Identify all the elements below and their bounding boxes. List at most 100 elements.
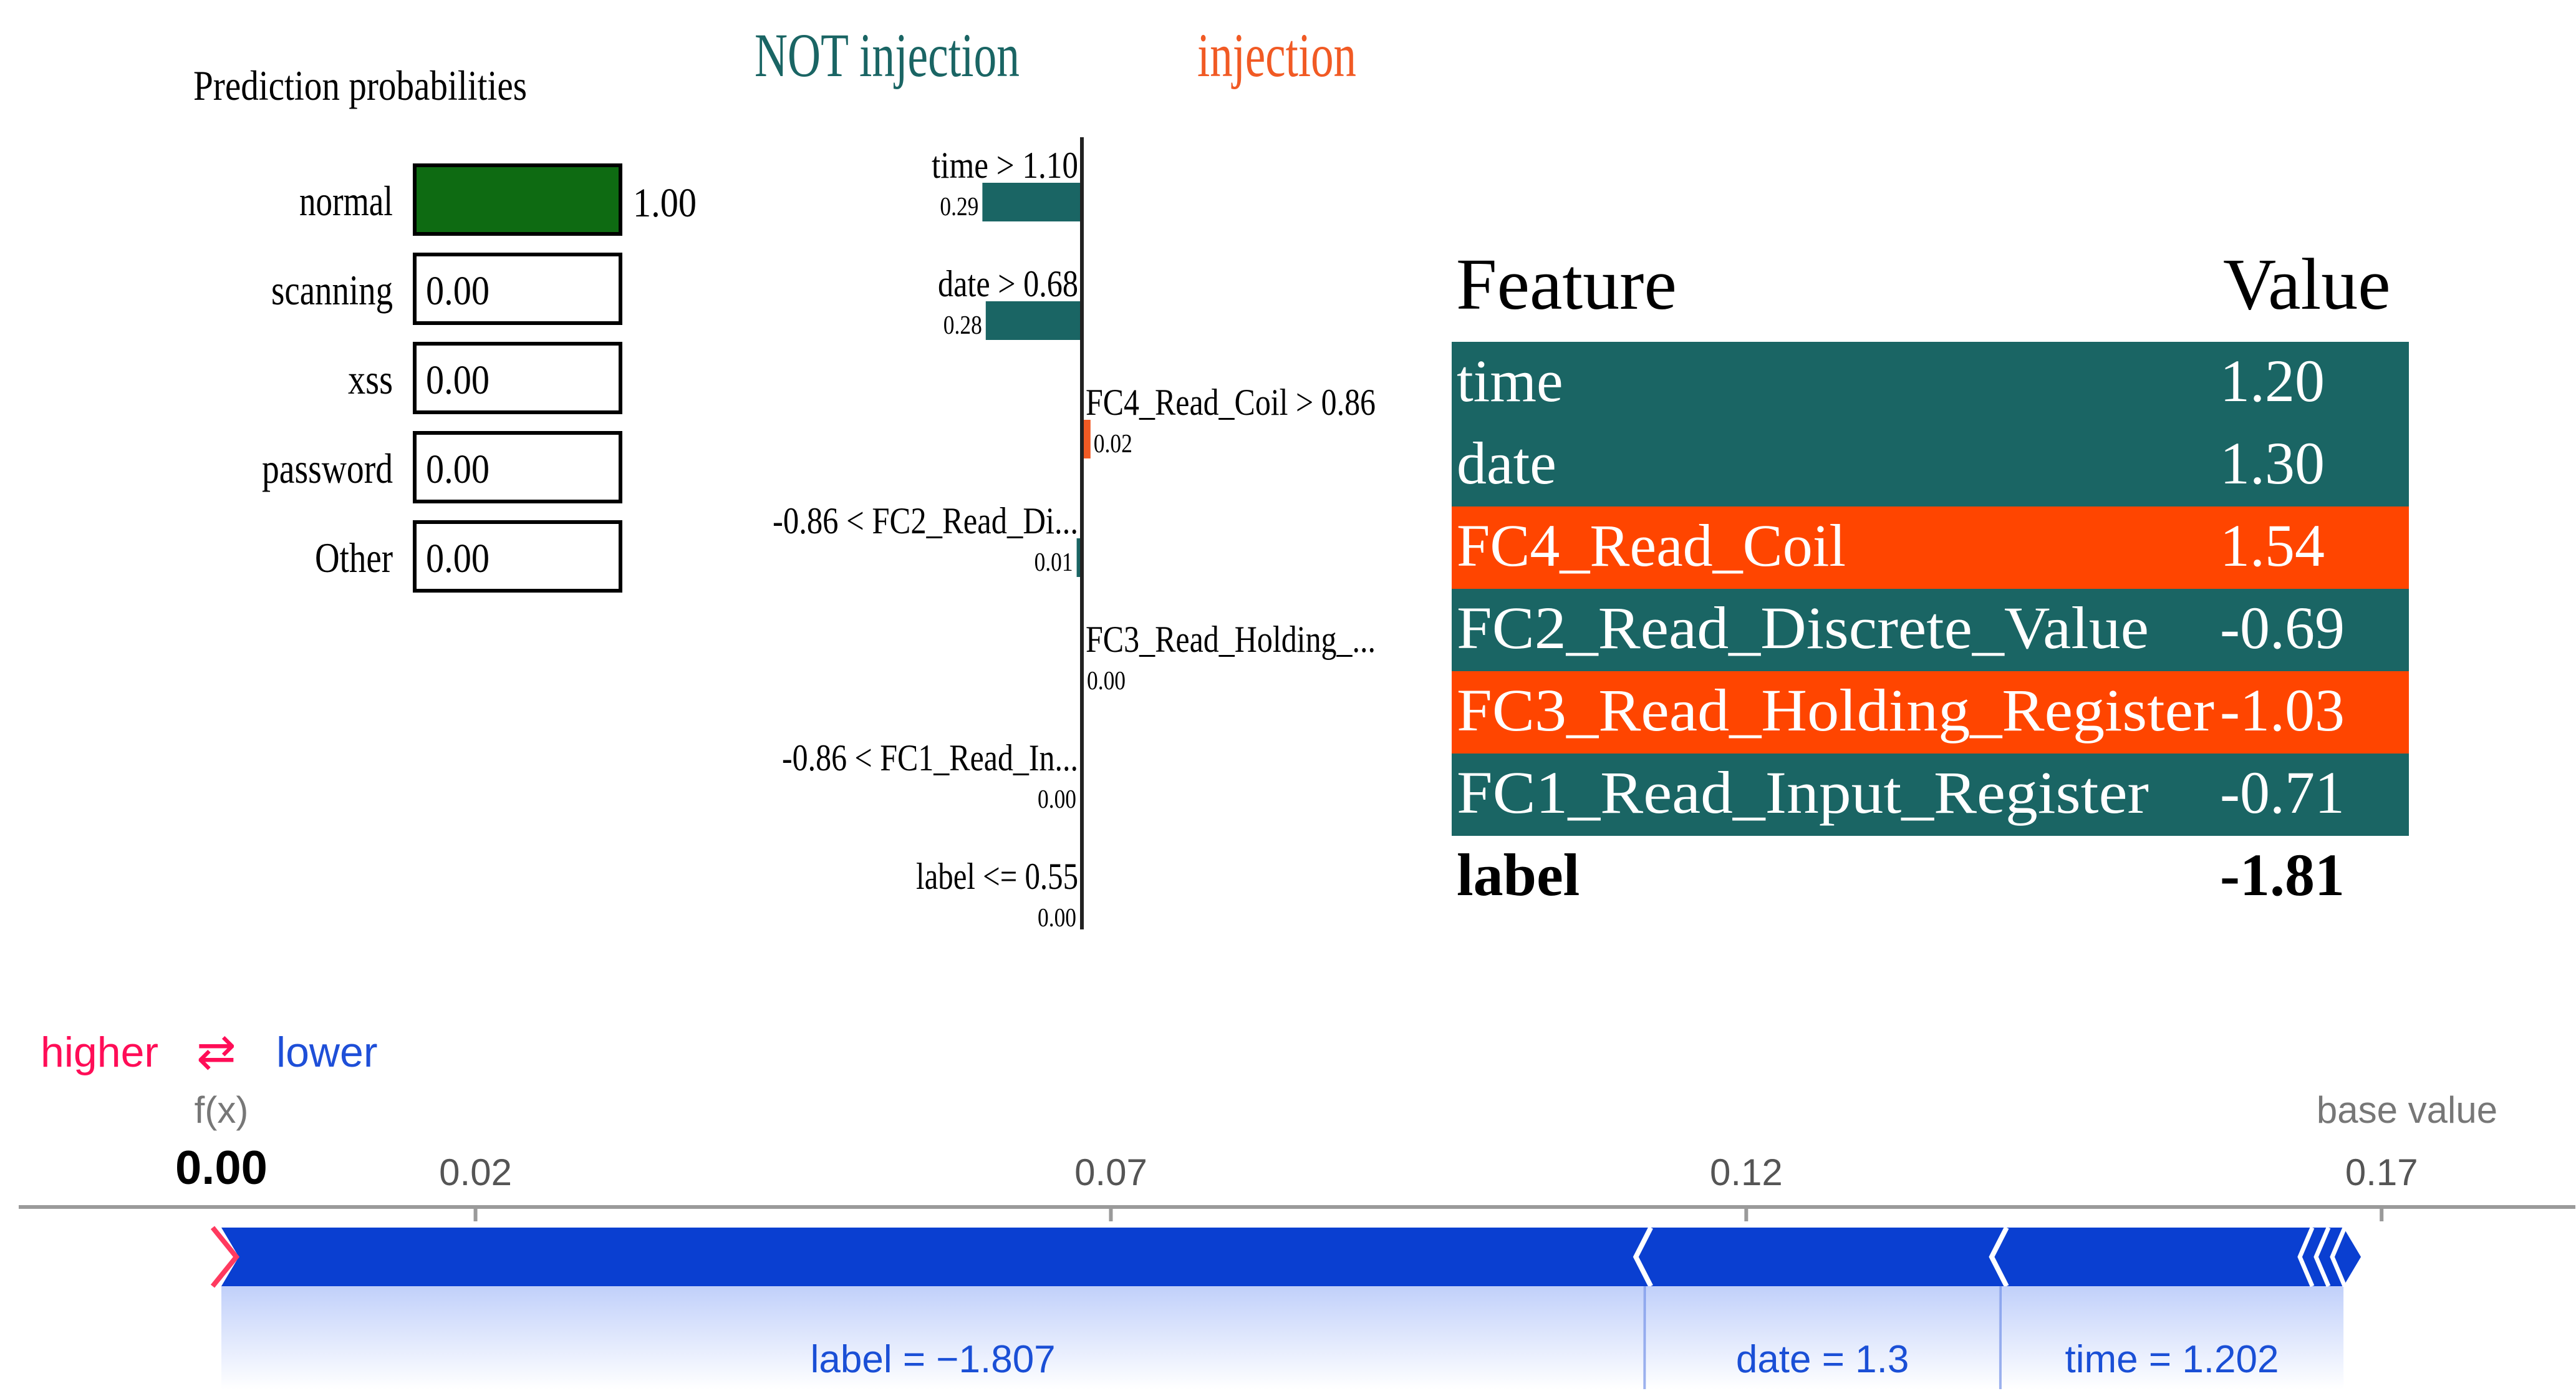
table-value-cell: -0.69 [2220,594,2345,661]
fx-label: f(x) [195,1089,249,1131]
probability-label: scanning [271,266,393,314]
table-row-background [1452,424,2409,506]
feature-label: -0.86 < FC1_Read_In... [782,737,1078,778]
probability-value: 0.00 [426,357,490,403]
feature-weight: 0.00 [1038,785,1076,814]
force-segment: date = 1.3 [1644,1226,2009,1389]
feature-label: date > 0.68 [938,263,1078,304]
table-row: FC3_Read_Holding_Register-1.03 [1452,671,2409,754]
probability-box [413,253,622,325]
feature-label: label <= 0.55 [916,856,1078,897]
feature-label: -0.86 < FC2_Read_Di... [773,500,1078,541]
force-segment-shade [2000,1286,2344,1389]
table-row: FC1_Read_Input_Register -0.71 [1452,754,2409,836]
feature-label: time > 1.10 [932,145,1078,186]
table-row: time 1.20 [1452,342,2409,424]
explanation-bar [1084,420,1091,458]
explanation-bar [982,183,1080,221]
force-minor-chevron [2330,1226,2347,1287]
force-minor-chevron [2313,1226,2331,1287]
table-value-cell: 1.30 [2220,430,2325,497]
probability-row: scanning 0.00 [271,253,622,325]
force-segment-label: label = −1.807 [811,1338,1056,1381]
feature-weight: 0.28 [943,311,982,340]
probability-label: password [262,445,393,492]
table-row-background [1452,671,2409,754]
fx-marker [210,1226,240,1288]
explanation-bar [985,301,1080,340]
force-plot: higher ⇄ lower f(x) 0.00 base value 0.02… [19,1025,2575,1389]
explanation-row: FC3_Read_Holding_... 0.00 [1086,619,1376,696]
table-value-cell: 1.54 [2220,512,2325,579]
probability-row: password 0.00 [262,431,622,503]
force-axis-ticks: 0.02 0.07 0.12 0.17 [439,1151,2418,1221]
probability-value: 0.00 [426,536,490,581]
feature-label: FC3_Read_Holding_... [1086,619,1376,660]
table-feature-cell: FC2_Read_Discrete_Value [1457,594,2149,661]
feature-weight: 0.29 [940,193,978,221]
probability-box [413,431,622,503]
table-row: FC2_Read_Discrete_Value -0.69 [1452,589,2409,671]
table-row: label -1.81 [1457,841,2345,908]
explanation-row: FC4_Read_Coil > 0.86 0.02 [1084,382,1376,458]
explanation-row: -0.86 < FC1_Read_In... 0.00 [782,737,1078,814]
table-header-feature: Feature [1456,243,1677,325]
force-tick-label: 0.17 [2345,1151,2418,1193]
probability-label: normal [299,177,393,225]
table-feature-cell: date [1457,430,1556,497]
table-header-value: Value [2223,243,2391,325]
feature-label: FC4_Read_Coil > 0.86 [1086,382,1376,423]
probability-fill [417,167,619,232]
table-feature-cell: FC4_Read_Coil [1457,512,1846,579]
probability-rows: normal 1.00 scanning 0.00 xss 0.00 password 0.0… [262,163,697,593]
explanation-row: label <= 0.55 0.00 [916,856,1078,933]
table-feature-cell: time [1457,347,1563,414]
probability-value: 0.00 [426,447,490,492]
probability-box [413,520,622,593]
force-segment-shade [221,1286,1645,1389]
table-value-cell: 1.20 [2220,347,2325,414]
table-value-cell: -0.71 [2220,759,2345,826]
table-value-cell: -1.03 [2220,677,2345,744]
force-segment-shade [1644,1286,2000,1389]
force-segments: label = −1.807 date = 1.3 time = 1.202 [210,1226,2361,1389]
explanation-panel: NOT injection injection time > 1.10 0.29 d… [755,21,1376,933]
force-segment-label: date = 1.3 [1736,1338,1909,1381]
probability-value: 0.00 [426,268,490,314]
force-segment-label: time = 1.202 [2065,1338,2279,1381]
prediction-probabilities-title: Prediction probabilities [193,62,527,109]
probability-row: xss 0.00 [348,342,622,414]
force-band [221,1228,2361,1286]
not-class-label: NOT injection [755,21,1020,90]
table-feature-cell: FC3_Read_Holding_Register [1457,677,2214,744]
higher-label: higher [41,1029,158,1076]
force-tick-label: 0.12 [1710,1151,1783,1193]
table-feature-cell: FC1_Read_Input_Register [1457,759,2149,826]
feature-weight: 0.02 [1094,430,1132,458]
table-value-cell: -1.81 [2220,841,2345,908]
feature-weight: 0.00 [1038,904,1076,933]
force-tick-label: 0.02 [439,1151,512,1193]
table-row-background [1452,342,2409,424]
feature-value-table: Feature Value time 1.20 date 1.30FC4_Read_C… [1452,243,2409,908]
probability-row: normal 1.00 [299,163,697,236]
table-row: FC4_Read_Coil 1.54 [1452,506,2409,589]
feature-weight: 0.00 [1087,667,1126,696]
class-label: injection [1197,21,1356,90]
explanation-row: date > 0.68 0.28 [938,263,1080,340]
probability-label: xss [348,356,393,403]
table-row-background [1452,506,2409,589]
explanation-row: -0.86 < FC2_Read_Di...0.01 [773,500,1080,577]
force-minor-chevron [2297,1226,2315,1287]
table-row: date 1.30 [1452,424,2409,506]
force-segment: label = −1.807 [221,1226,1653,1389]
swap-arrows-icon: ⇄ [196,1025,236,1078]
probability-value: 1.00 [633,180,697,226]
table-row-background [1452,589,2409,671]
table-feature-cell: label [1457,841,1580,908]
lower-label: lower [276,1029,378,1076]
force-tick-label: 0.07 [1074,1151,1147,1193]
